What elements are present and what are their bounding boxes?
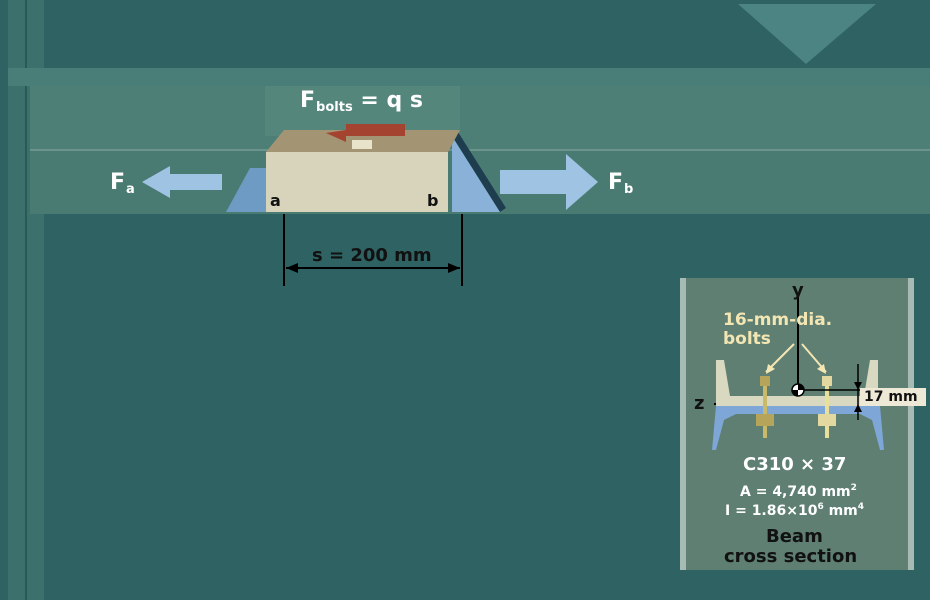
panel-left-edge: [680, 278, 686, 570]
bolt-right-head: [818, 414, 836, 426]
bolt-left-shank: [763, 386, 767, 438]
bolt-left-head: [756, 414, 774, 426]
bolt-label-line2: bolts: [723, 329, 771, 349]
offset-label: 17 mm: [864, 389, 918, 405]
offset-arrow-top: [854, 382, 862, 390]
point-a-label: a: [270, 191, 281, 210]
panel-right-edge: [908, 278, 914, 570]
channel-web: [716, 396, 878, 406]
force-b-arrow: [500, 154, 598, 210]
force-b-label: Fb: [608, 170, 634, 197]
beam-top-flange: [8, 68, 930, 86]
attached-plate: [736, 406, 860, 414]
bolt-force-arrow: [326, 124, 405, 142]
top-triangle: [738, 4, 876, 64]
z-axis-label: z: [694, 393, 705, 414]
clip-angle-right-edge: [452, 132, 506, 212]
bolt-head: [352, 140, 372, 149]
offset-label-box: [860, 388, 926, 406]
beam-web-upper: [30, 86, 930, 150]
section-designation: C310 × 37: [743, 454, 847, 475]
section-area: A = 4,740 mm2: [740, 483, 857, 500]
bolt-force-label: Fbolts = q s: [300, 88, 423, 115]
y-axis-label: y: [792, 280, 804, 301]
spacing-label: s = 200 mm: [312, 245, 432, 266]
bolt-right-shank: [825, 386, 829, 438]
clip-leg-left: [712, 406, 736, 450]
caption-line1: Beam: [766, 526, 823, 547]
bolt-left-nut: [760, 376, 770, 386]
dimension-arrowhead-left: [286, 263, 298, 273]
clip-leg-right: [860, 406, 884, 450]
offset-arrow-bottom: [854, 404, 862, 412]
bolt-leader-right-arrow: [817, 364, 826, 374]
plate-front-face: [266, 152, 448, 212]
force-a-arrow: [142, 166, 222, 198]
section-inertia: I = 1.86×106 mm4: [725, 502, 865, 519]
bolt-label-line1: 16-mm-dia.: [723, 310, 833, 330]
caption-line2: cross section: [724, 546, 858, 567]
centroid-quadrant-1: [798, 384, 804, 390]
point-b-label: b: [427, 191, 439, 210]
bolt-right-nut: [822, 376, 832, 386]
clip-angle-left: [226, 168, 266, 212]
centroid-quadrant-2: [792, 390, 798, 396]
channel-flange-right: [864, 360, 878, 396]
dimension-arrowhead-right: [448, 263, 460, 273]
channel-flange-left: [716, 360, 730, 396]
bolt-leader-left-arrow: [766, 364, 775, 374]
force-a-label: Fa: [110, 170, 135, 197]
